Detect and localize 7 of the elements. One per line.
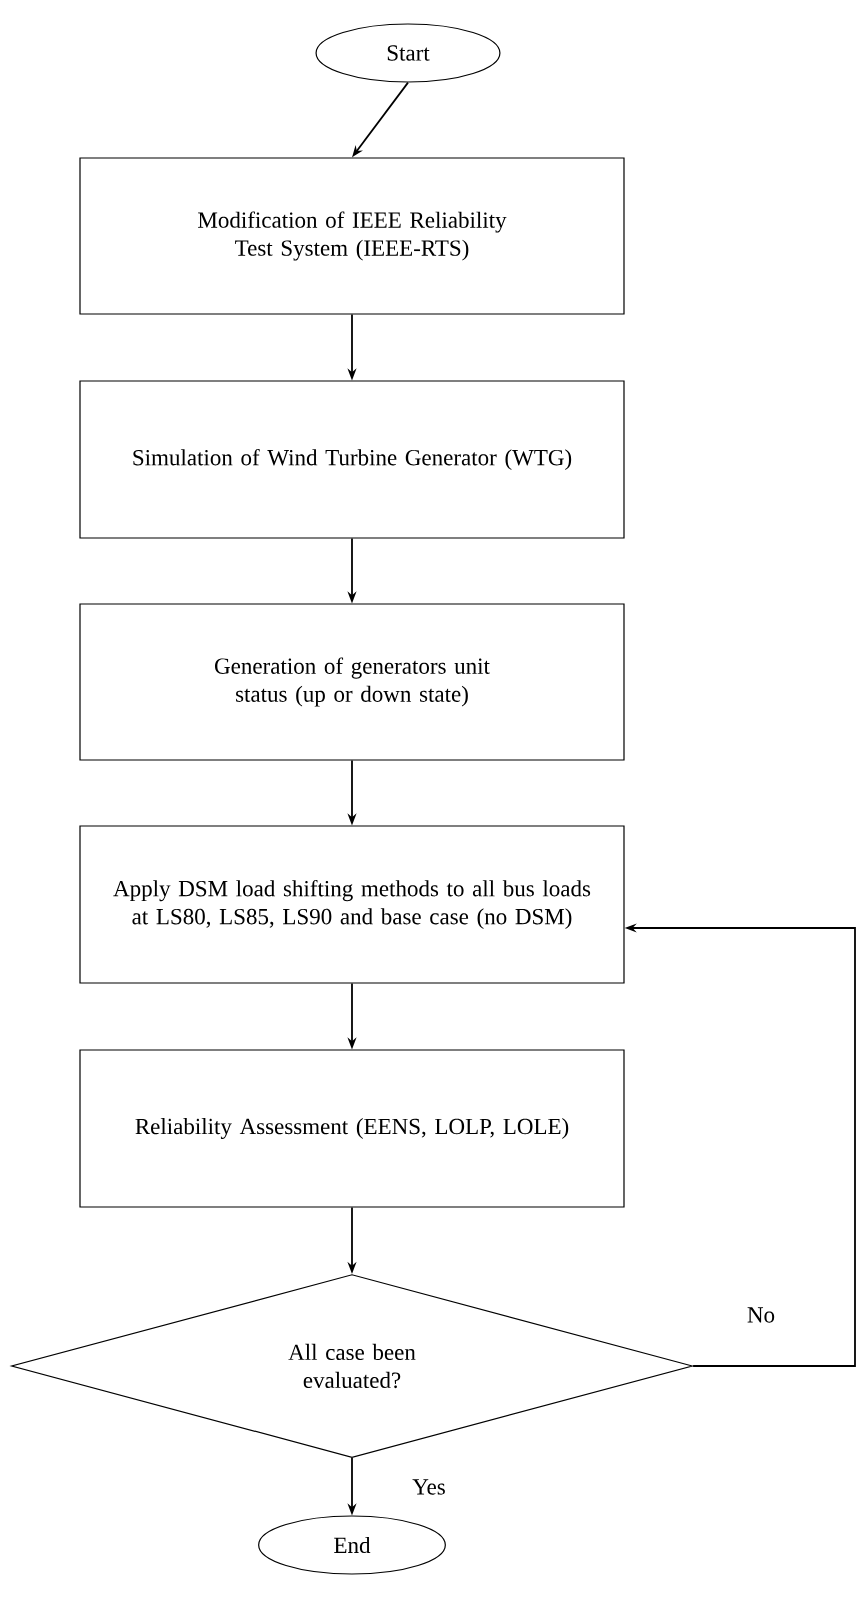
process-box: Generation of generators unit status (up or down state) <box>79 603 625 761</box>
edge-label: Yes <box>410 1477 448 1497</box>
process-box: Reliability Assessment (EENS, LOLP, LOLE) <box>79 1049 625 1208</box>
edge-label: No <box>744 1305 778 1325</box>
process-box: Apply DSM load shifting methods to all bus loads at LS80, LS85, LS90 and base case (no DSM) <box>79 825 625 984</box>
process-box: Simulation of Wind Turbine Generator (WTG) <box>79 380 625 539</box>
process-box: Modification of IEEE Reliability Test System (IEEE-RTS) <box>79 157 625 315</box>
